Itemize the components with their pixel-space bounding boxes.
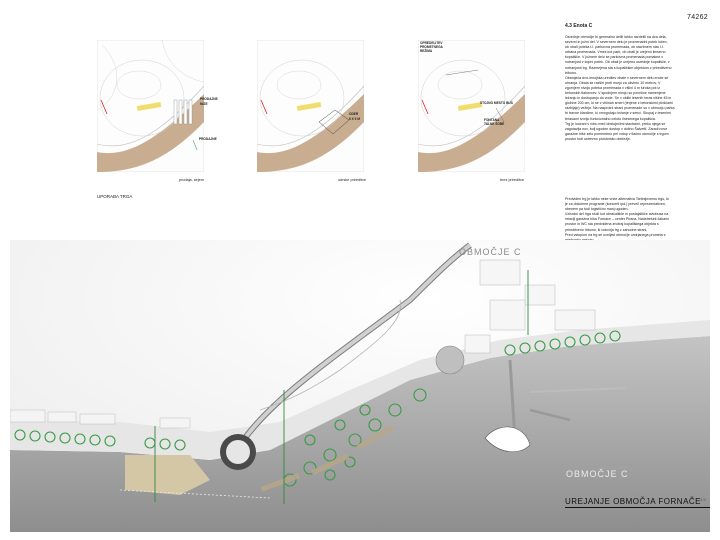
footer-page-number: 3.5 xyxy=(700,497,706,502)
site-plan-drawing xyxy=(9,240,710,532)
text-line: predrostjo pešcev. xyxy=(565,237,595,242)
text-line: ležanju in dostopanju do vode. Se v obli… xyxy=(565,96,672,101)
sketch-1-label-2: MIZE xyxy=(200,102,208,106)
sketch-stage xyxy=(256,39,365,173)
sketch-no-event xyxy=(417,39,526,173)
sketch-3-label-2: FONTANA xyxy=(484,118,500,122)
site-plan xyxy=(9,240,710,532)
text-line: betonskih tlakovcev. V spodnjem nivoju s… xyxy=(565,91,666,96)
text-line: terasami tvorijo funkcionalno celoto lin… xyxy=(565,116,656,121)
text-line: garažne hiše zelo pomembno pel votop v t… xyxy=(565,131,669,136)
text-line: prireditveno tribuno, ki uokvirja trg z … xyxy=(565,227,648,232)
text-block-1: Osrednje območje bi generalno delili lah… xyxy=(565,35,707,142)
text-line: tri travne klančine, ki omogočajo ležanj… xyxy=(565,111,671,116)
text-line: severni in južni del. V severnem delu je… xyxy=(565,40,668,45)
text-line: Osrednje območje bi generalno delili lah… xyxy=(565,35,667,39)
sketch-3-label-top-2: PROMETNEGA xyxy=(420,45,443,49)
section-title: 4.3 Enota C xyxy=(565,23,593,29)
text-line: relaciji garažna hiša Fornace – center P… xyxy=(565,217,669,222)
text-line: ob obali poteka t.i. parkovna promenada,… xyxy=(565,45,665,50)
text-line: zgornjem nivoju poteka promenada v višin… xyxy=(565,85,661,90)
usage-label: UPORABA TRGA xyxy=(97,194,133,199)
text-line: Trg je locirani v robu med obstoječimi s… xyxy=(565,121,666,126)
sketch-no-event-drawing xyxy=(417,39,526,173)
text-line: razbijajo) vežejo. Na nasprotni strani p… xyxy=(565,106,675,111)
sketch-3-label-top-3: REŽIMA xyxy=(420,49,433,53)
sketch-3-label-1: STOJNO MESTO BUS xyxy=(480,101,513,105)
text-line: Predviden trg je lahko neke vrste altern… xyxy=(565,197,669,201)
sketch-2-label-1: ODER xyxy=(349,112,359,116)
sketch-2-caption: odrske prireditve xyxy=(338,178,367,182)
sketch-3-label-top-1: OPREDELITEV xyxy=(420,41,443,45)
zone-label-top: OBMOČJE C xyxy=(459,247,522,257)
text-line: urbana promenada. Vmes kot park, ob obal… xyxy=(565,50,666,55)
sketch-stage-drawing xyxy=(256,39,365,173)
text-line: notranjost v kopni potek. Ob obali je ur… xyxy=(565,60,670,65)
text-line: Vzhodni del trga služi kot obračališče i… xyxy=(565,212,669,217)
text-line: globine 200 cm, ki se v višinah smeri (t… xyxy=(565,101,673,106)
sketch-2-label-2: 6 X 9 M xyxy=(349,117,360,121)
sketch-1-label-1: PRODAJNE xyxy=(199,137,217,141)
text-line: kopališče. V južnem delu se parkovna pro… xyxy=(565,55,664,60)
text-line: prostor in WC sta predvidena znotraj kop… xyxy=(565,222,659,227)
text-line: Obstoječa dvo-/enojska ureditev obale v … xyxy=(565,75,669,80)
text-line: je za določene programe (koncerti ipd.) … xyxy=(565,202,666,207)
sketch-1-label-1-out: PRODAJNE xyxy=(200,97,218,101)
text-line: zagotavlja nov, bolj ugoden dostop v dol… xyxy=(565,126,668,131)
sketch-1-caption: prodaja, sejem xyxy=(179,178,204,182)
text-line: prostor tudi ustrezno prostorsko obeležj… xyxy=(565,136,631,141)
text-line: ohranja. Obala se razširi proti morju za… xyxy=(565,80,661,85)
zone-label-bottom: OBMOČJE C xyxy=(566,469,629,479)
text-line: notranjosti trg. Razmejena sta s kopališ… xyxy=(565,65,672,70)
text-line: Pred vstopom na trg se uveljavi območje … xyxy=(565,232,666,237)
sketch-market-drawing xyxy=(96,39,205,173)
text-line: tribuno. xyxy=(565,70,577,75)
sketch-3-label-3: TALNE ŠOBE xyxy=(484,122,505,126)
text-line: obenem pa tudi logistično manj ugoden. xyxy=(565,207,629,212)
footer-title: UREJANJE OBMOČJA FORNAČE xyxy=(565,497,702,506)
footer-divider xyxy=(565,507,710,508)
sketch-3-caption: brez prireditve xyxy=(500,178,525,182)
sheet-number: 74262 xyxy=(687,14,708,21)
sketch-market: PRODAJNE xyxy=(96,39,217,173)
